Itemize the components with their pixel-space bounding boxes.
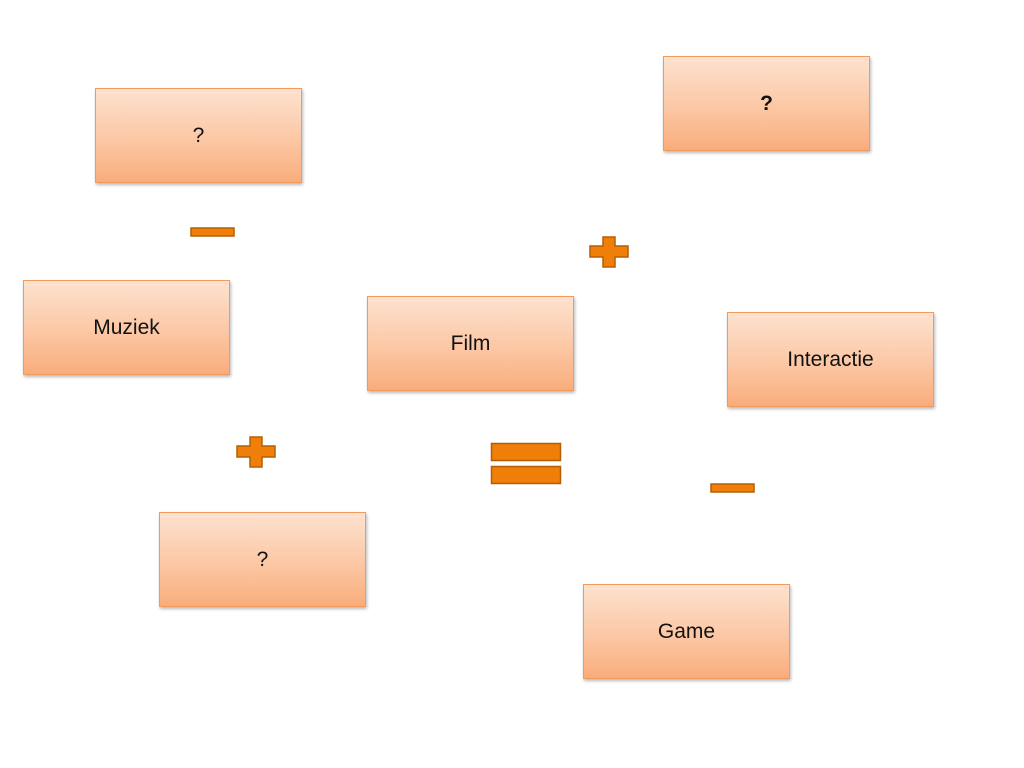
minus-icon <box>190 227 235 237</box>
equals-icon <box>490 442 562 486</box>
game-box: Game <box>583 584 790 679</box>
unknown-box-bottom-left: ? <box>159 512 366 607</box>
box-label: ? <box>760 91 773 115</box>
plus-icon <box>236 436 276 468</box>
interactie-box: Interactie <box>727 312 934 407</box>
box-label: Interactie <box>787 347 874 371</box>
box-label: Muziek <box>93 315 160 339</box>
muziek-box: Muziek <box>23 280 230 375</box>
box-label: Film <box>450 331 491 355</box>
box-label: Game <box>657 619 716 643</box>
unknown-box-top-left: ? <box>95 88 302 183</box>
unknown-box-top-right: ? <box>663 56 870 151</box>
box-label: ? <box>256 547 269 571</box>
plus-icon <box>589 236 629 268</box>
film-box: Film <box>367 296 574 391</box>
minus-icon <box>710 483 755 493</box>
box-label: ? <box>192 123 205 147</box>
